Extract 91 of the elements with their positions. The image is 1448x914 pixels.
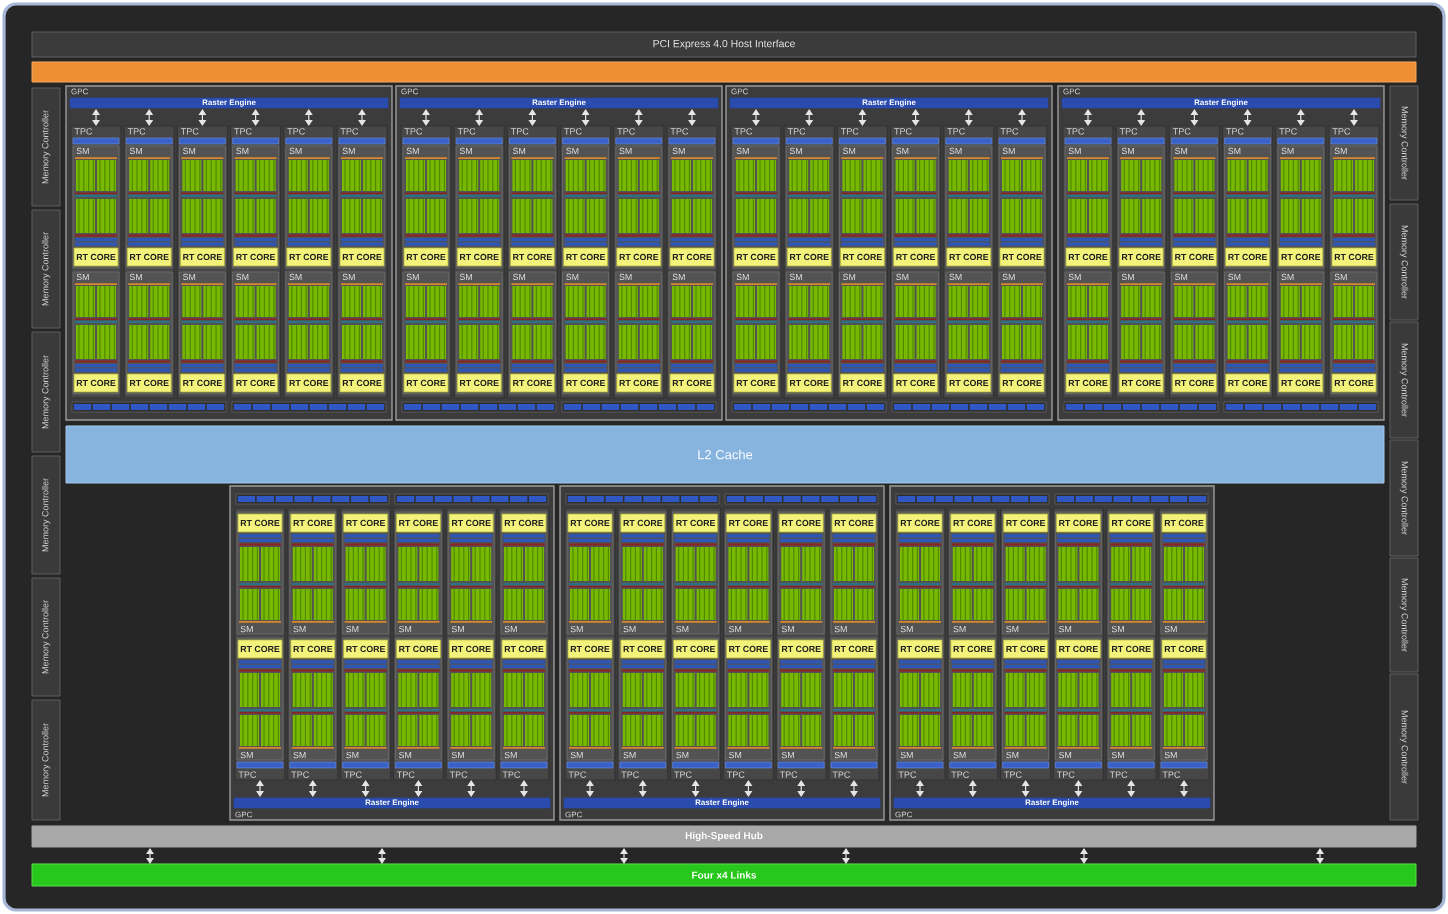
arrow bbox=[1018, 109, 1026, 126]
arrow bbox=[688, 109, 696, 126]
arrow bbox=[752, 109, 760, 126]
slim-bar bbox=[1002, 761, 1049, 769]
slim-bar bbox=[949, 761, 997, 769]
arrow bbox=[361, 780, 370, 797]
slim-bar bbox=[732, 137, 780, 145]
slim-bar bbox=[402, 137, 450, 145]
arrow bbox=[968, 780, 977, 797]
arrow bbox=[691, 780, 700, 797]
arrow bbox=[145, 109, 154, 126]
arrow bbox=[422, 109, 430, 126]
slim-bar bbox=[447, 761, 495, 769]
arrow bbox=[1243, 109, 1252, 126]
arrow bbox=[1084, 109, 1092, 126]
arrow bbox=[1127, 780, 1136, 797]
slim-bar bbox=[395, 761, 442, 769]
arrow bbox=[916, 780, 924, 797]
arrow bbox=[528, 109, 537, 126]
arrow bbox=[198, 109, 207, 126]
slim-bar bbox=[615, 137, 663, 145]
arrow bbox=[805, 109, 814, 126]
slim-bar bbox=[896, 761, 944, 769]
arrow bbox=[1137, 109, 1146, 126]
arrow bbox=[358, 109, 366, 126]
arrow bbox=[1180, 780, 1188, 797]
arrow bbox=[308, 780, 317, 797]
arrow bbox=[964, 109, 973, 126]
slim-bar bbox=[566, 761, 614, 769]
slim-bar bbox=[1064, 137, 1112, 145]
arrow bbox=[475, 109, 484, 126]
slim-bar bbox=[998, 137, 1046, 145]
slim-bar bbox=[232, 137, 279, 145]
arrow bbox=[620, 848, 628, 864]
arrow bbox=[304, 109, 313, 126]
slim-bar bbox=[1107, 761, 1155, 769]
header-bar bbox=[31, 61, 1417, 83]
slim-bar bbox=[1160, 761, 1208, 769]
slim-bar bbox=[1277, 137, 1325, 145]
slim-bar bbox=[509, 137, 556, 145]
arrow bbox=[146, 848, 154, 864]
slim-bar bbox=[672, 761, 719, 769]
slim-bar bbox=[945, 137, 993, 145]
slim-bar bbox=[562, 137, 609, 145]
arrow bbox=[911, 109, 920, 126]
arrow bbox=[842, 848, 850, 864]
slim-bar bbox=[289, 761, 337, 769]
arrow bbox=[634, 109, 643, 126]
slim-bar bbox=[342, 761, 389, 769]
arrow bbox=[251, 109, 260, 126]
arrow bbox=[414, 780, 423, 797]
slim-bar bbox=[1171, 137, 1218, 145]
slim-bar bbox=[725, 761, 772, 769]
arrow bbox=[744, 780, 753, 797]
slim-bar bbox=[830, 761, 878, 769]
slim-bar bbox=[285, 137, 333, 145]
arrow bbox=[1190, 109, 1199, 126]
arrow bbox=[1074, 780, 1083, 797]
slim-bar bbox=[839, 137, 886, 145]
arrow bbox=[850, 780, 858, 797]
slim-bar bbox=[668, 137, 716, 145]
slim-bar bbox=[179, 137, 226, 145]
slim-bar bbox=[892, 137, 939, 145]
arrow bbox=[581, 109, 590, 126]
slim-bar bbox=[338, 137, 386, 145]
arrow bbox=[797, 780, 806, 797]
slim-bar bbox=[785, 137, 833, 145]
slim-bar bbox=[455, 137, 503, 145]
arrow bbox=[1350, 109, 1358, 126]
arrow bbox=[1080, 848, 1088, 864]
slim-bar bbox=[619, 761, 667, 769]
slim-bar bbox=[72, 137, 120, 145]
slim-bar bbox=[1117, 137, 1165, 145]
arrow bbox=[638, 780, 647, 797]
slim-bar bbox=[125, 137, 173, 145]
arrow bbox=[1021, 780, 1030, 797]
arrow bbox=[467, 780, 476, 797]
arrow bbox=[1316, 848, 1324, 864]
arrow bbox=[378, 848, 386, 864]
slim-bar bbox=[500, 761, 548, 769]
slim-bar bbox=[1224, 137, 1271, 145]
arrow bbox=[520, 780, 528, 797]
slim-bar bbox=[1330, 137, 1378, 145]
arrow bbox=[1296, 109, 1305, 126]
slim-bar bbox=[236, 761, 284, 769]
slim-bar bbox=[777, 761, 825, 769]
arrow bbox=[586, 780, 594, 797]
arrow bbox=[858, 109, 867, 126]
arrow bbox=[256, 780, 264, 797]
arrow bbox=[92, 109, 100, 126]
slim-bar bbox=[1055, 761, 1102, 769]
